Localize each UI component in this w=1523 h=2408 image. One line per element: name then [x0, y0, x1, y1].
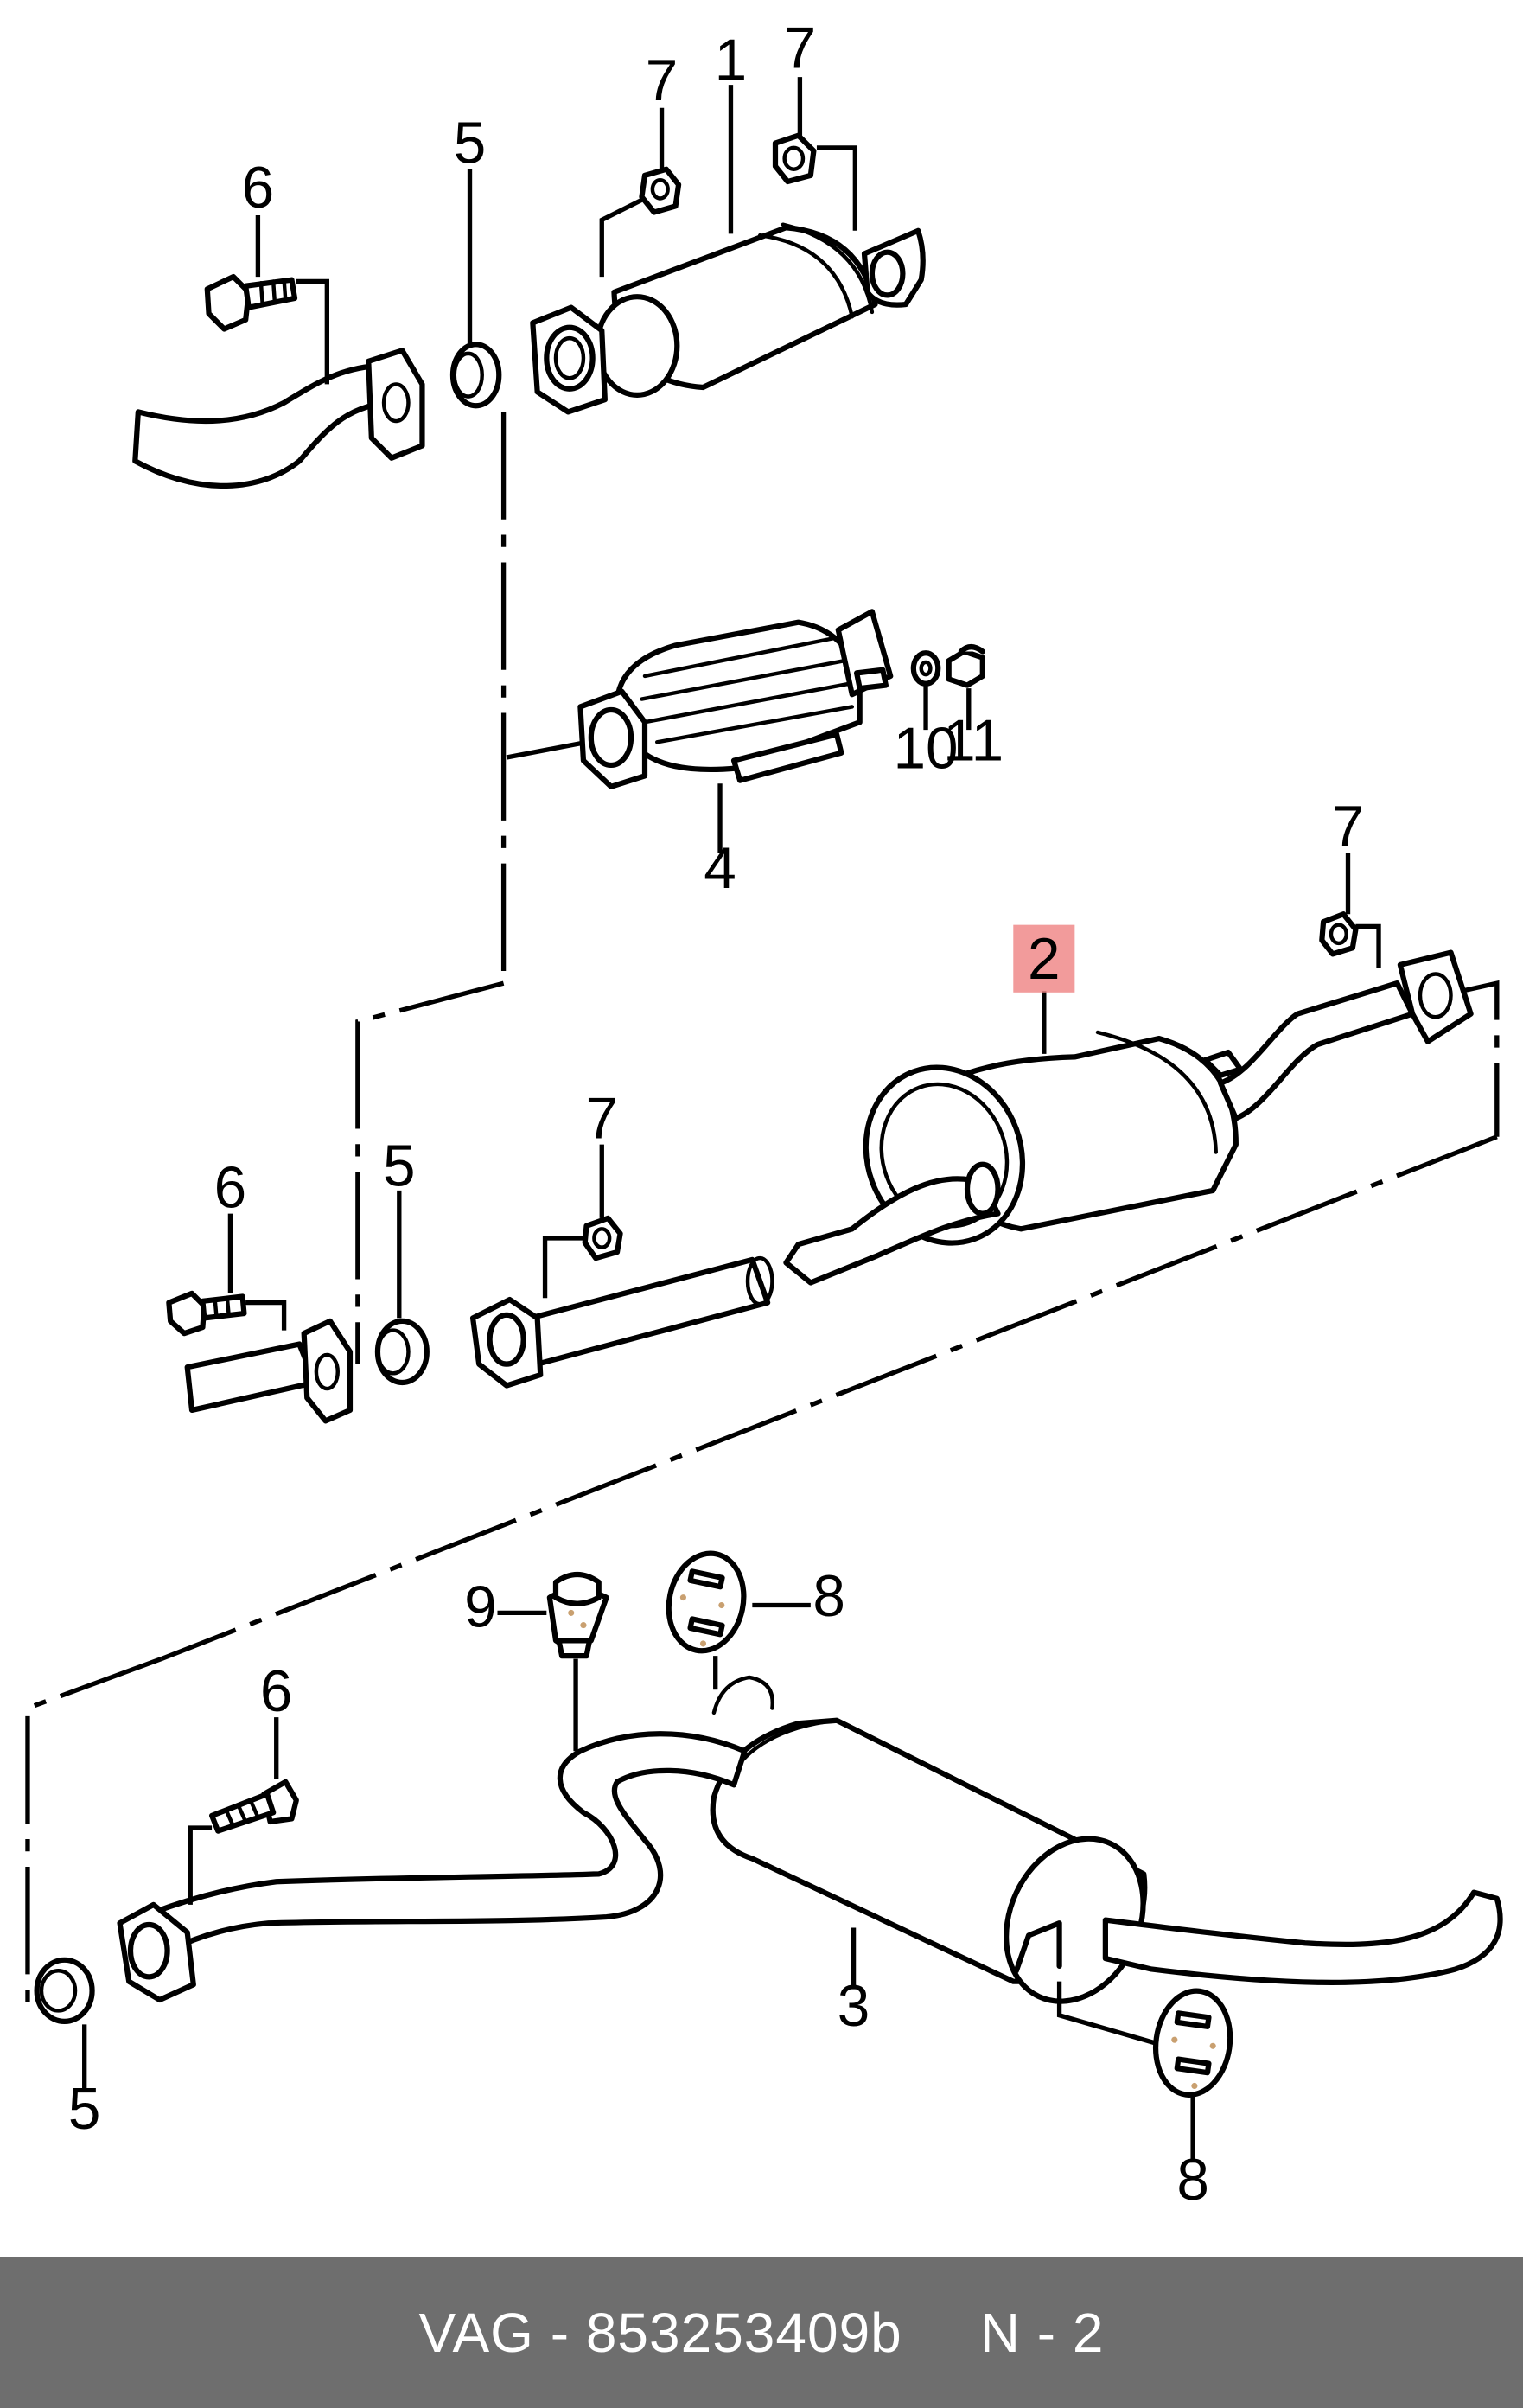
nut-upper-left[interactable]: [639, 166, 682, 215]
intermediate-front-pipe[interactable]: [469, 1255, 774, 1389]
callout-5-upper[interactable]: 5: [454, 112, 487, 176]
seal-ring-middle[interactable]: [374, 1318, 430, 1386]
front-exhaust-pipe-lower[interactable]: [184, 1318, 354, 1424]
center-muffler[interactable]: [783, 949, 1474, 1286]
callout-6-lower[interactable]: 6: [260, 1659, 293, 1724]
callout-5-middle[interactable]: 5: [383, 1134, 416, 1199]
seal-ring-lower[interactable]: [34, 1957, 95, 2024]
rear-muffler[interactable]: [117, 1675, 1503, 2024]
rubber-hanger-upper[interactable]: [660, 1547, 753, 1658]
cap-nut[interactable]: [946, 644, 985, 688]
front-catalytic-converter[interactable]: [530, 222, 926, 415]
callout-6-middle[interactable]: 6: [214, 1155, 247, 1220]
callout-4[interactable]: 4: [704, 836, 736, 901]
nut-front-pipe[interactable]: [582, 1215, 623, 1261]
callout-1[interactable]: 1: [715, 29, 748, 93]
exhaust-system-diagram: 1 7 7 5 6 4 10 11 2 7 7 6 5 9 8 6 3 5 8: [25, 16, 1503, 2213]
callout-5-lower[interactable]: 5: [68, 2077, 101, 2142]
callout-9[interactable]: 9: [464, 1574, 497, 1639]
callout-6-upper[interactable]: 6: [242, 156, 275, 220]
front-exhaust-pipe-upper[interactable]: [132, 348, 425, 489]
washer[interactable]: [910, 650, 941, 687]
catalytic-converter[interactable]: [577, 609, 894, 789]
part-reference: VAG - 853253409b: [418, 2301, 902, 2364]
callout-10[interactable]: 10: [894, 716, 959, 781]
callout-11[interactable]: 11: [943, 709, 1004, 774]
callout-7-upper-left[interactable]: 7: [646, 48, 679, 113]
nut-rear-muffler[interactable]: [1319, 911, 1359, 957]
bolt-lower[interactable]: [209, 1779, 299, 1834]
nut-upper-right[interactable]: [772, 132, 817, 185]
bolt-upper[interactable]: [204, 273, 298, 332]
footer-bar: VAG - 853253409b N - 2: [0, 2257, 1523, 2408]
leader-lines: [82, 77, 1381, 2163]
page-reference: N - 2: [979, 2301, 1105, 2364]
callout-highlight: [1013, 924, 1075, 993]
callout-8-upper[interactable]: 8: [812, 1564, 845, 1629]
callout-8-lower[interactable]: 8: [1176, 2148, 1209, 2213]
rubber-hanger-lower[interactable]: [1149, 1986, 1236, 2099]
rubber-buffer[interactable]: [546, 1571, 609, 1659]
callout-7-upper-right[interactable]: 7: [784, 16, 817, 81]
callout-3[interactable]: 3: [838, 1974, 870, 2039]
callout-numbers: 1 7 7 5 6 4 10 11 2 7 7 6 5 9 8 6 3 5 8: [68, 16, 1364, 2213]
seal-ring-upper[interactable]: [449, 342, 502, 409]
callout-2[interactable]: 2: [1028, 927, 1061, 992]
callout-7-front-pipe[interactable]: 7: [586, 1087, 619, 1152]
bolt-middle[interactable]: [166, 1290, 247, 1337]
callout-7-rear[interactable]: 7: [1332, 795, 1365, 859]
